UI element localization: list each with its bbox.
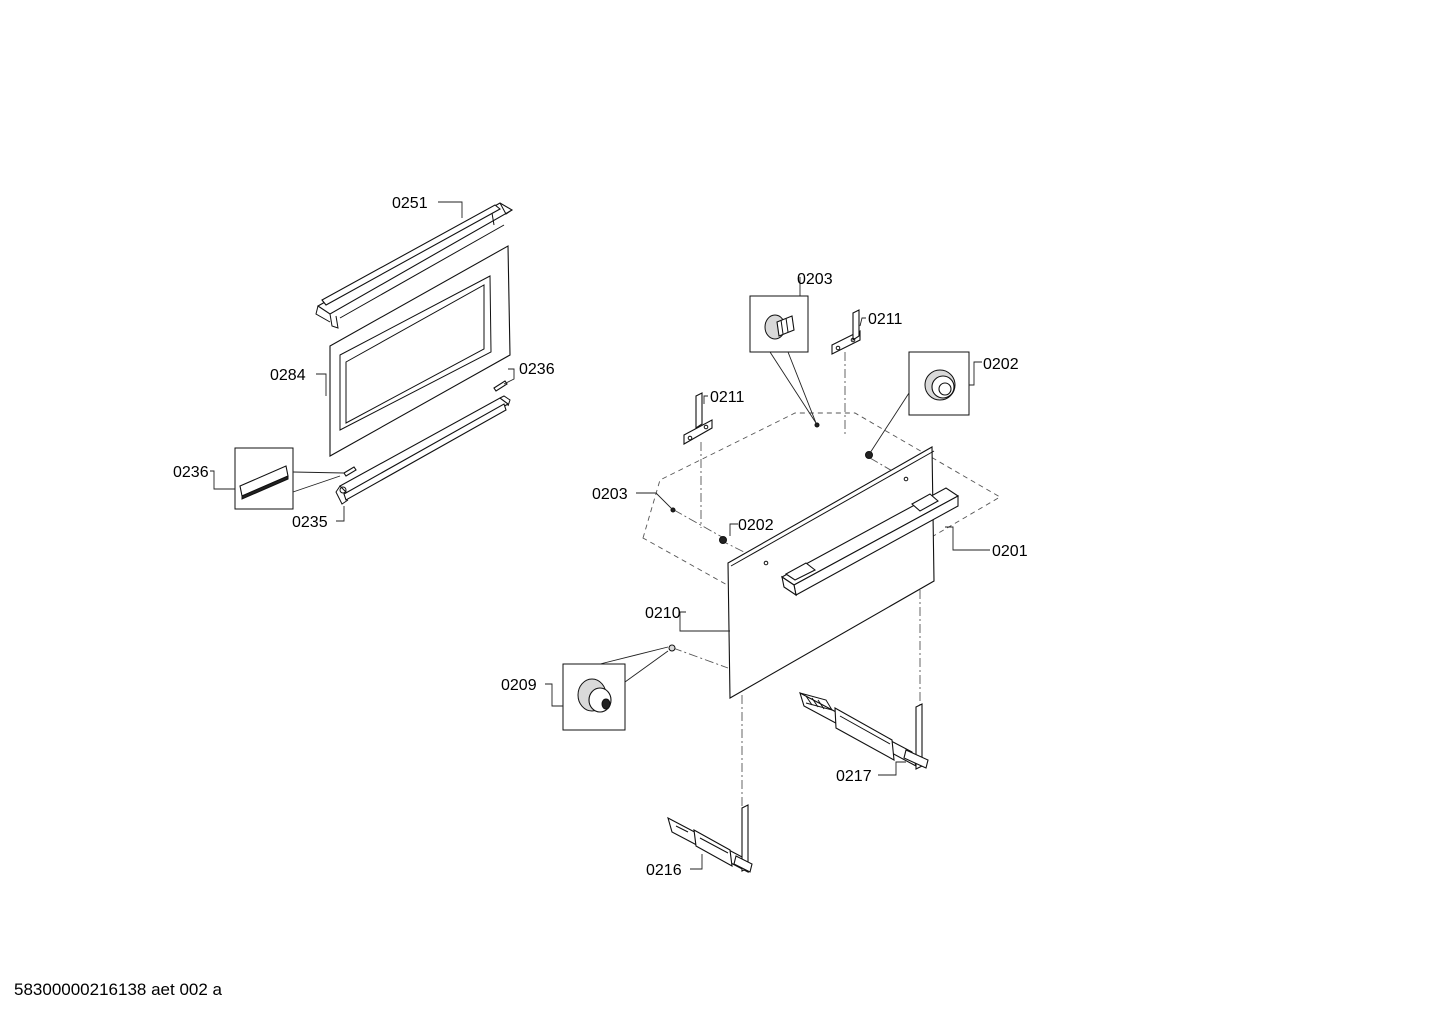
part-0284-glass-pane xyxy=(329,245,511,457)
label-0203-left: 0203 xyxy=(592,486,628,503)
label-0202-top: 0202 xyxy=(983,356,1019,373)
detail-box-0203 xyxy=(749,295,817,424)
part-0216-hinge-bottom xyxy=(667,804,753,874)
detail-box-0209 xyxy=(562,646,669,731)
label-0216: 0216 xyxy=(646,862,682,879)
label-0236-right: 0236 xyxy=(519,361,555,378)
part-0235-bottom-rail xyxy=(335,395,511,505)
dashed-inner-frame xyxy=(642,412,1001,621)
part-0217-hinge-right xyxy=(799,691,929,770)
label-0284: 0284 xyxy=(270,367,306,384)
label-0209: 0209 xyxy=(501,677,537,694)
label-0202-left: 0202 xyxy=(738,517,774,534)
detail-box-0202 xyxy=(869,351,970,454)
label-0236-left: 0236 xyxy=(173,464,209,481)
alignment-lines xyxy=(672,352,921,810)
part-0236-clip-right xyxy=(493,380,508,392)
label-0211-right: 0211 xyxy=(868,311,903,328)
leaders-left xyxy=(210,201,515,522)
label-0210: 0210 xyxy=(645,605,681,622)
label-0217: 0217 xyxy=(836,768,872,785)
part-0236-clip-left xyxy=(343,466,357,477)
part-0211-bracket-right xyxy=(831,309,861,355)
part-0211-bracket-left xyxy=(683,392,713,445)
label-0203-top: 0203 xyxy=(797,271,833,288)
label-0235: 0235 xyxy=(292,514,328,531)
leaders-right xyxy=(545,277,990,870)
part-0201-handle xyxy=(780,487,960,597)
part-labels: 0251 0284 0236 0236 0235 0203 0211 0202 … xyxy=(173,195,1028,879)
label-0201: 0201 xyxy=(992,543,1028,560)
label-0251: 0251 xyxy=(392,195,428,212)
label-0211-left: 0211 xyxy=(710,389,745,406)
part-0251-top-rail xyxy=(315,202,514,329)
detail-box-0236 xyxy=(234,447,345,510)
drawing-reference-footer: 58300000216138 aet 002 a xyxy=(14,980,222,999)
